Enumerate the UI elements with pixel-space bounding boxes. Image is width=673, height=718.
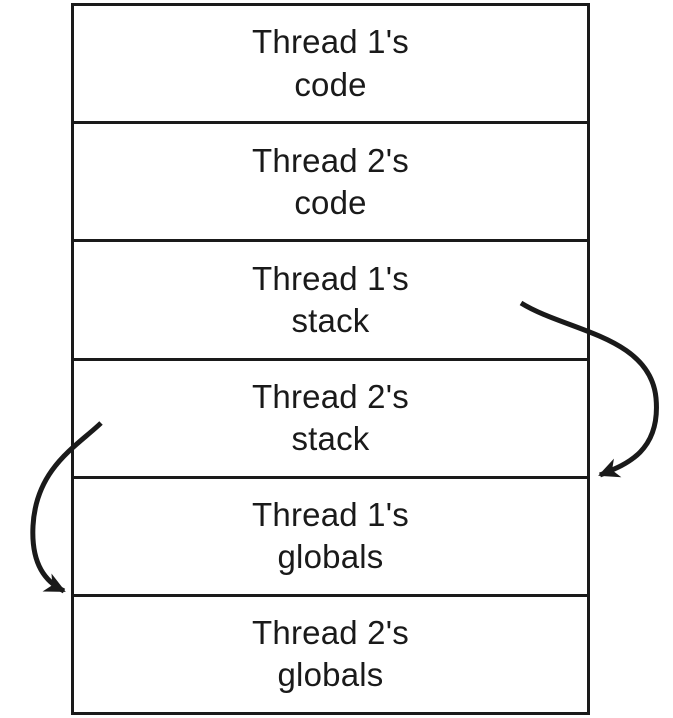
memory-region-thread2-globals: Thread 2's globals: [74, 597, 587, 712]
memory-region-thread2-stack: Thread 2's stack: [74, 361, 587, 479]
memory-region-thread1-code: Thread 1's code: [74, 6, 587, 125]
region-label-line2: stack: [291, 420, 370, 458]
address-space-box: Thread 1's code Thread 2's code Thread 1…: [71, 3, 590, 715]
region-label-line1: Thread 2's: [252, 141, 409, 179]
memory-region-thread1-globals: Thread 1's globals: [74, 479, 587, 597]
region-label-line1: Thread 2's: [252, 377, 409, 415]
region-label-line2: globals: [277, 538, 384, 576]
region-label-line1: Thread 2's: [252, 614, 409, 652]
region-label-line1: Thread 1's: [252, 496, 409, 534]
region-label-line2: code: [294, 65, 367, 103]
region-label-line1: Thread 1's: [252, 259, 409, 297]
region-label-line2: globals: [277, 656, 384, 694]
region-label-line1: Thread 1's: [252, 23, 409, 61]
memory-region-thread2-code: Thread 2's code: [74, 124, 587, 243]
region-label-line2: code: [294, 183, 367, 221]
region-label-line2: stack: [291, 301, 370, 339]
memory-region-thread1-stack: Thread 1's stack: [74, 242, 587, 361]
